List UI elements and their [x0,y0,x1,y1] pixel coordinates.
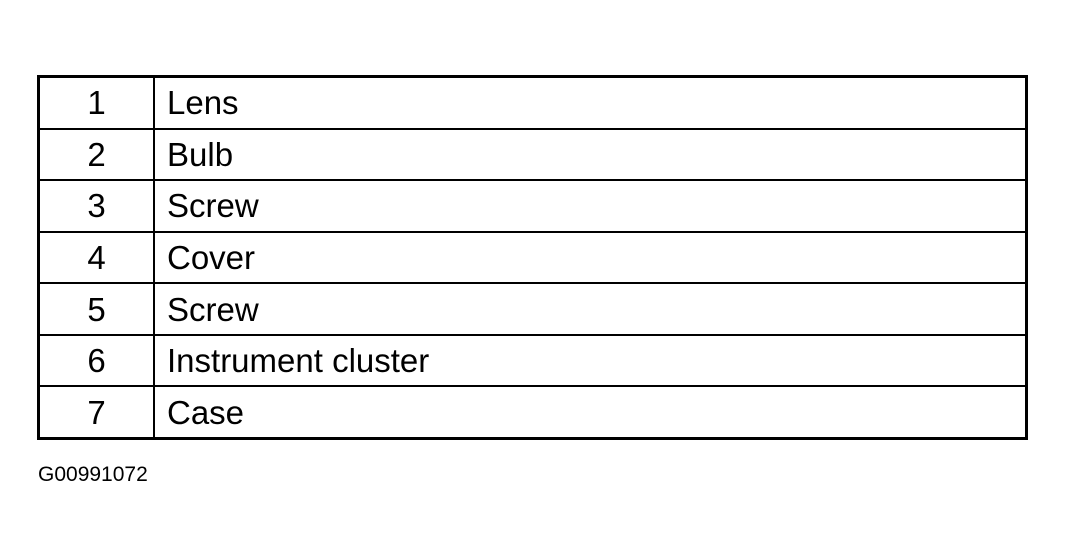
part-number: 2 [40,129,155,180]
parts-legend-table: 1 Lens 2 Bulb 3 Screw 4 Cover 5 Screw 6 … [37,75,1028,440]
table-row: 6 Instrument cluster [40,333,1025,386]
table-row: 1 Lens [40,78,1025,128]
figure-code: G00991072 [38,463,148,486]
part-number: 3 [40,181,155,231]
part-number: 6 [40,335,155,386]
part-number: 1 [40,78,155,128]
table-row: 7 Case [40,385,1025,438]
part-number: 4 [40,232,155,283]
table-row: 2 Bulb [40,127,1025,180]
part-number: 7 [40,387,155,438]
part-name: Screw [167,187,259,225]
table-row: 3 Screw [40,179,1025,231]
part-name: Lens [167,84,239,122]
part-name: Case [167,393,245,431]
part-name: Cover [167,239,256,277]
part-name: Instrument cluster [167,342,430,380]
table-row: 4 Cover [40,230,1025,283]
part-name: Screw [167,290,259,328]
table-row: 5 Screw [40,282,1025,334]
part-number: 5 [40,284,155,334]
part-name: Bulb [167,135,234,173]
